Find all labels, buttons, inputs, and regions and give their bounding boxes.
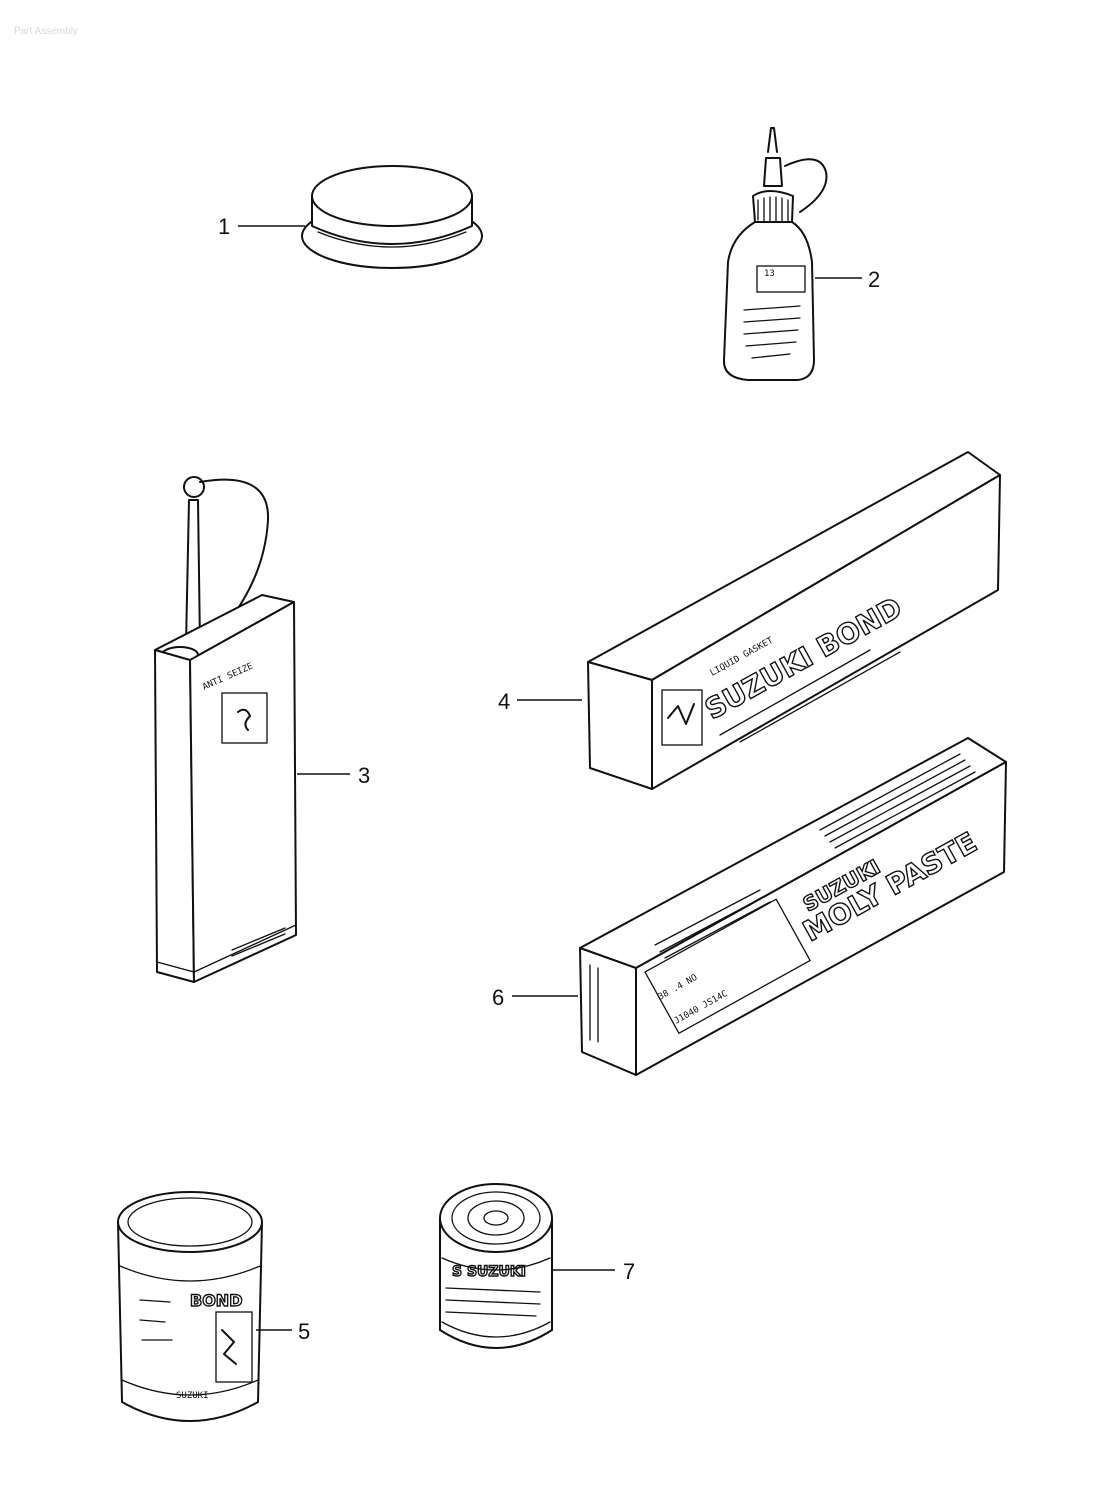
part-4-bond-box: LIQUID GASKET SUZUKI BOND <box>587 451 1001 790</box>
callout-3: 3 <box>297 763 370 788</box>
callout-6: 6 <box>492 985 578 1010</box>
part-7-paste-can: S SUZUKI <box>439 1183 553 1349</box>
callout-6-label: 6 <box>492 985 504 1010</box>
callout-2: 2 <box>815 267 880 292</box>
callout-1: 1 <box>218 214 305 239</box>
part-2-oil-bottle: 13 <box>722 127 828 381</box>
can5-label: BOND <box>190 1291 242 1310</box>
callout-5: 5 <box>256 1319 310 1344</box>
svg-text:13: 13 <box>764 269 775 279</box>
callout-4: 4 <box>498 689 582 714</box>
callout-2-label: 2 <box>868 267 880 292</box>
callout-1-label: 1 <box>218 214 230 239</box>
callout-7: 7 <box>553 1259 635 1284</box>
part-5-bond-can: BOND SUZUKI <box>117 1191 263 1422</box>
watermark-text: Part Assembly <box>14 26 78 37</box>
can7-label: S SUZUKI <box>452 1264 526 1280</box>
callout-3-label: 3 <box>358 763 370 788</box>
part-6-moly-paste-box: 38 .4 NO J1040 JS14C SUZUKI MOLY PASTE <box>579 737 1007 1076</box>
callout-5-label: 5 <box>298 1319 310 1344</box>
svg-text:SUZUKI: SUZUKI <box>176 1391 209 1401</box>
callout-4-label: 4 <box>498 689 510 714</box>
part-3-oil-can: ANTI SEIZE <box>154 476 297 983</box>
part-1-grease-tin <box>301 165 483 269</box>
callout-7-label: 7 <box>623 1259 635 1284</box>
